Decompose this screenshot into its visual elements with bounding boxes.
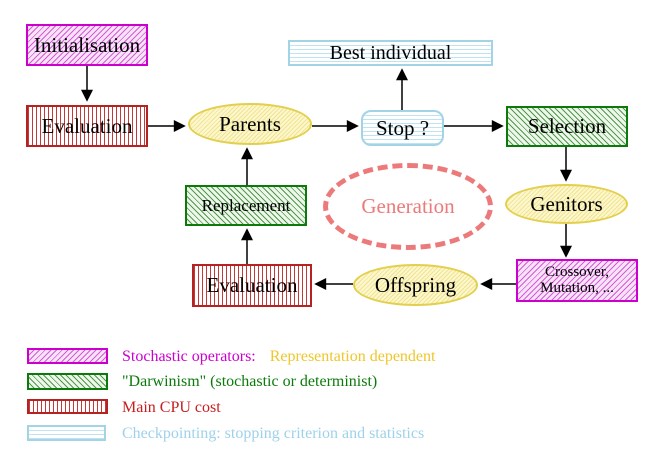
node-evaluation-top: Evaluation (26, 105, 148, 147)
legend-row-main-cpu-cost: Main CPU cost (122, 398, 221, 418)
legend-row-checkpointing: Checkpointing: stopping criterion and st… (122, 424, 424, 444)
node-evaluation-bottom: Evaluation (192, 264, 312, 307)
node-parents: Parents (188, 103, 312, 145)
node-parents-label: Parents (219, 111, 281, 136)
node-evaluation-top-label: Evaluation (41, 113, 133, 138)
legend-text-darwinism: "Darwinism" (stochastic or determinist) (122, 373, 378, 390)
legend-text-representation-dependent: Representation dependent (269, 348, 436, 365)
node-replacement-label: Replacement (201, 195, 291, 215)
legend-swatch-darwinism (27, 373, 108, 390)
node-initialisation: Initialisation (26, 24, 148, 66)
node-genitors-label: Genitors (530, 191, 603, 216)
node-stop: Stop ? (361, 110, 444, 146)
generation-label: Generation (361, 194, 455, 218)
node-crossover-label-line2: Mutation, ... (540, 279, 614, 296)
legend-swatch-main-cpu-cost (27, 399, 108, 414)
legend-swatch-stochastic-operators (27, 348, 108, 364)
node-crossover-label-line1: Crossover, (545, 263, 609, 280)
legend-text-stochastic-operators: Stochastic operators: (122, 348, 256, 365)
node-replacement: Replacement (185, 185, 307, 226)
node-crossover-mutation: Crossover, Mutation, ... (516, 259, 638, 302)
node-selection-label: Selection (527, 114, 607, 139)
generation-loop-ellipse: Generation (323, 163, 493, 250)
legend-text-main-cpu-cost: Main CPU cost (122, 399, 221, 416)
node-selection: Selection (506, 106, 628, 147)
legend-row-stochastic-operators: Stochastic operators: Representation dep… (122, 347, 435, 367)
node-stop-label: Stop ? (375, 115, 430, 140)
legend-text-checkpointing: Checkpointing: stopping criterion and st… (122, 425, 425, 442)
node-offspring-label: Offspring (374, 272, 457, 297)
node-best-individual: Best individual (288, 40, 493, 66)
node-best-individual-label: Best individual (329, 41, 452, 64)
node-evaluation-bottom-label: Evaluation (206, 273, 298, 298)
legend-row-darwinism: "Darwinism" (stochastic or determinist) (122, 372, 377, 392)
legend-swatch-checkpointing (27, 425, 106, 441)
node-offspring: Offspring (353, 264, 478, 306)
node-genitors: Genitors (505, 184, 628, 224)
node-initialisation-label: Initialisation (33, 32, 141, 57)
